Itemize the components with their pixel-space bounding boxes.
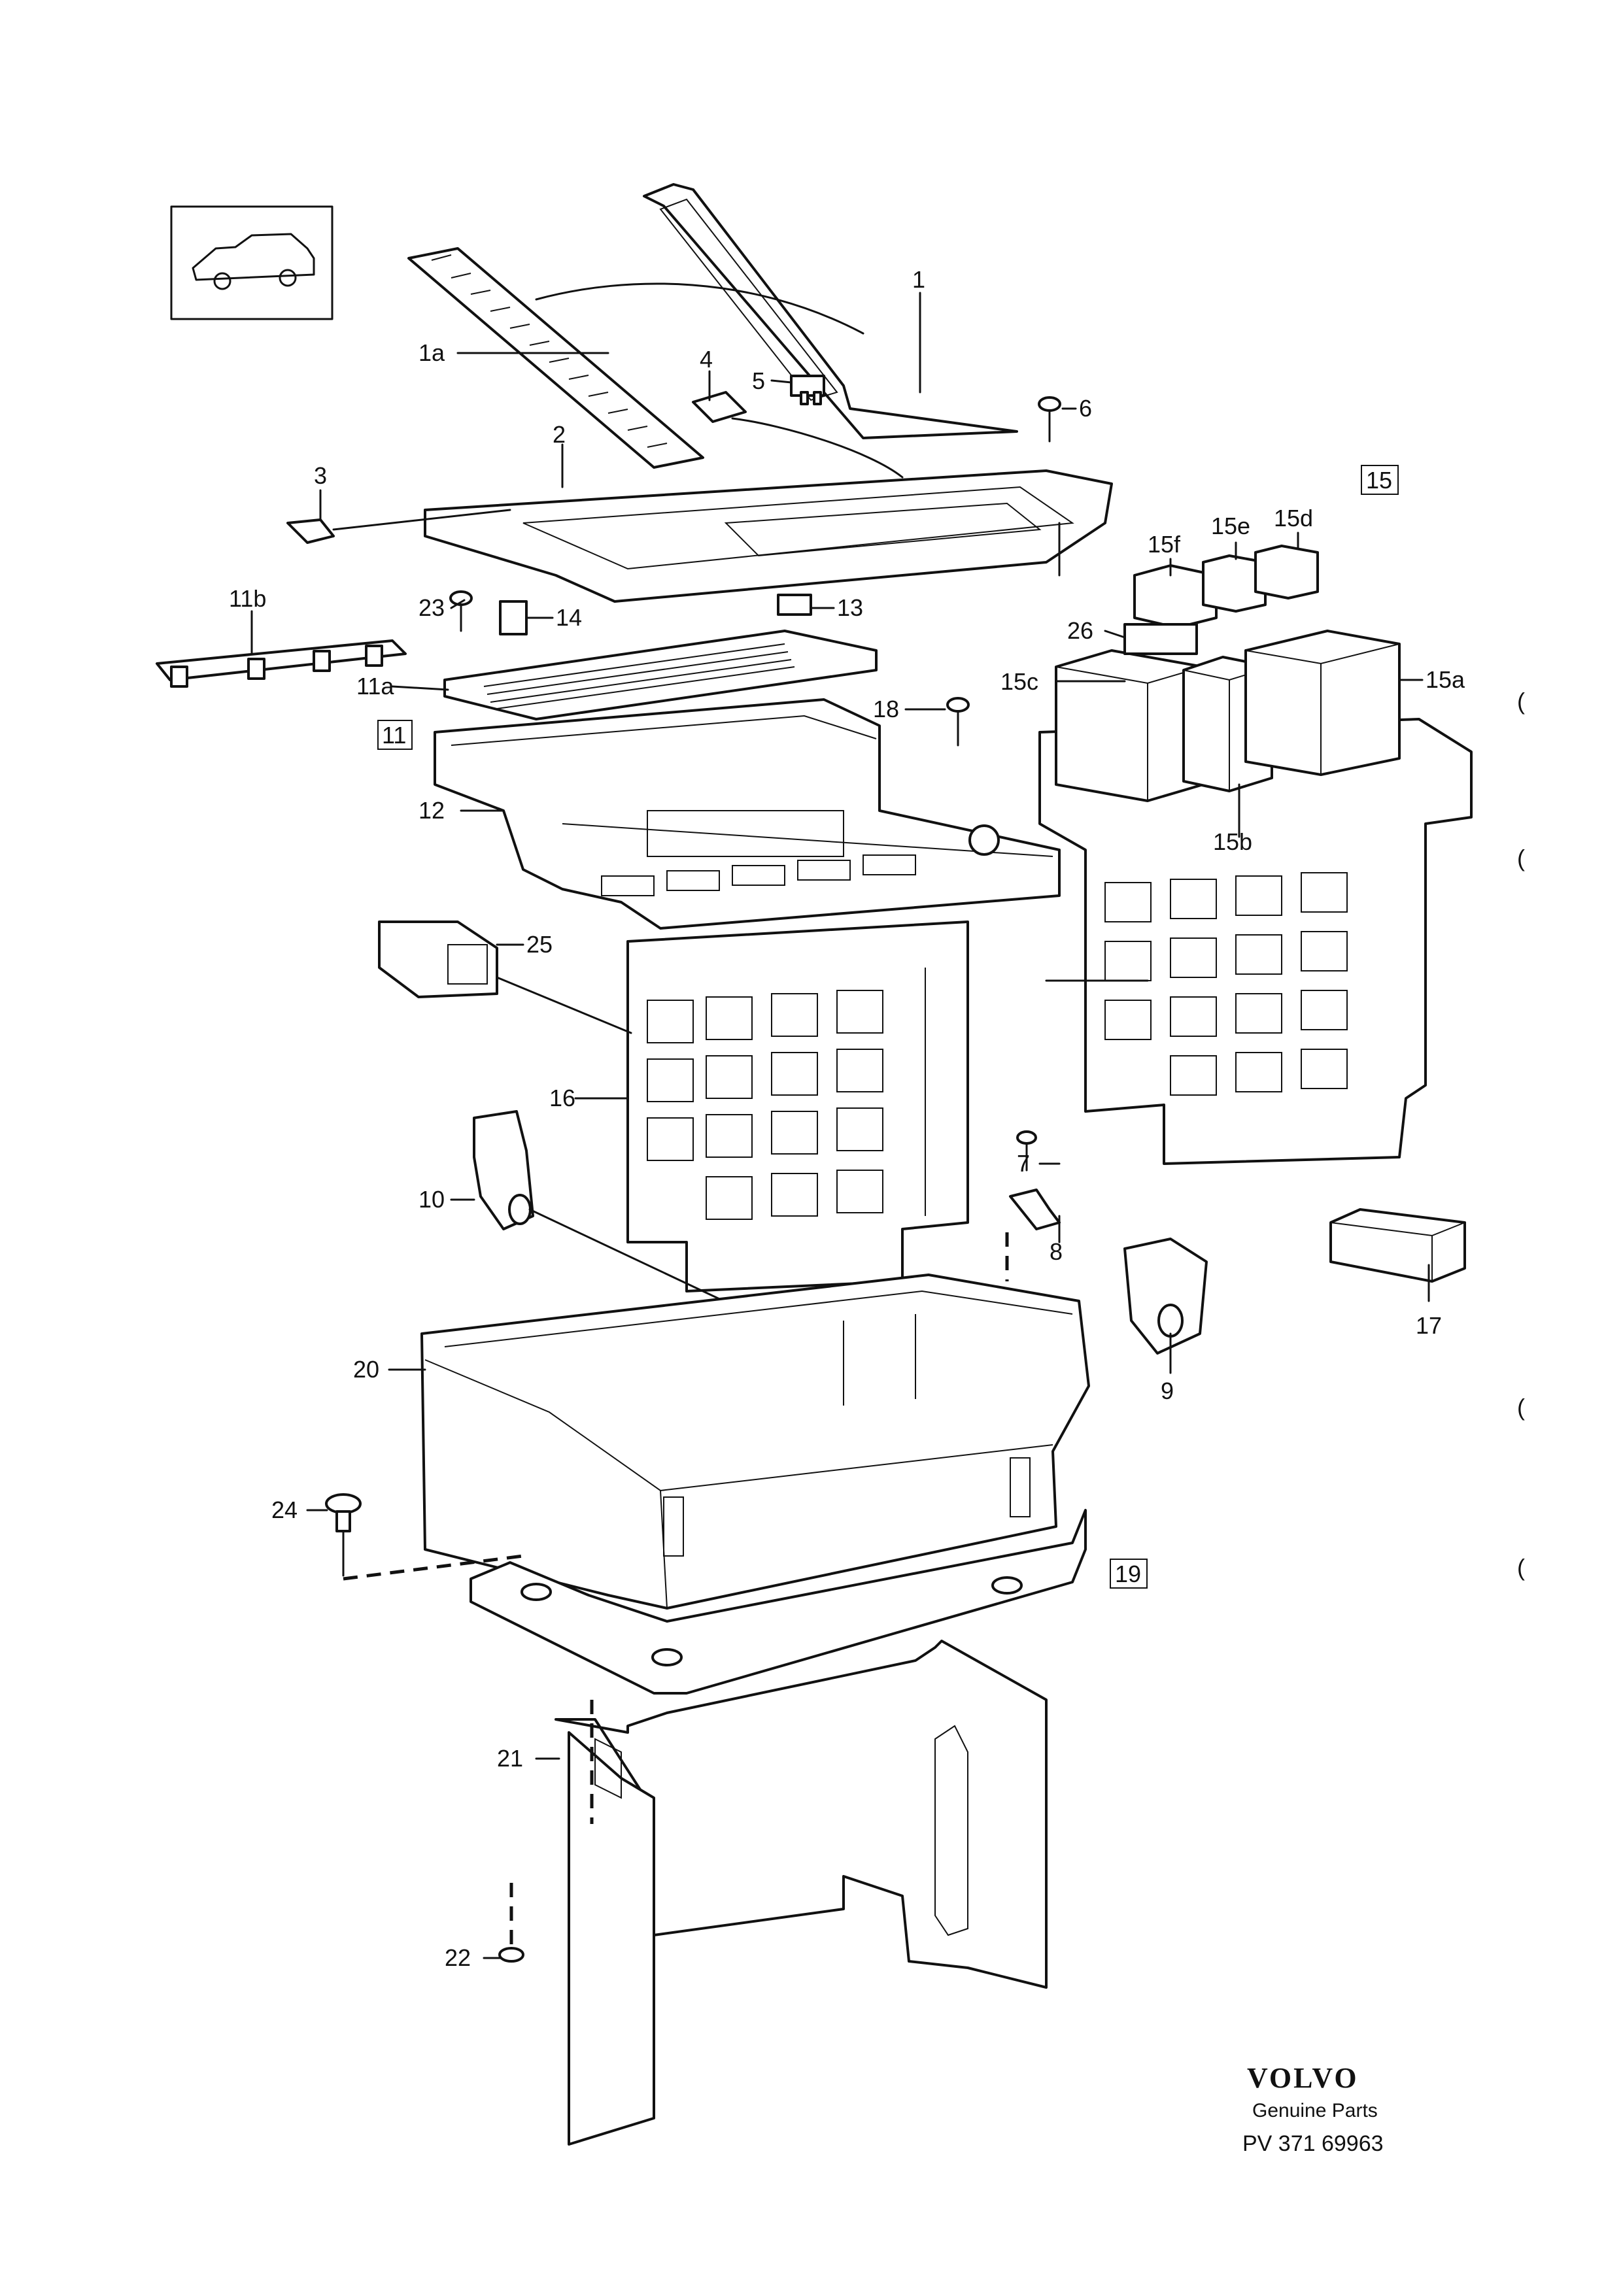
- callout-labels: 1 1a 2 3 4 5 6 7 8 9 10 11a 11b 12 13 14…: [229, 266, 1465, 1971]
- connector: [378, 920, 632, 1034]
- label-22: 22: [445, 1944, 471, 1971]
- brand-tagline: Genuine Parts: [1252, 2100, 1378, 2121]
- label-12: 12: [419, 797, 445, 824]
- relay-block: [1038, 718, 1473, 1165]
- margin-mark: (: [1517, 1394, 1525, 1421]
- screw: [1038, 396, 1061, 443]
- label-13: 13: [837, 594, 863, 621]
- clip: [286, 509, 511, 544]
- fuse-13: [777, 594, 812, 616]
- label-25: 25: [526, 931, 553, 958]
- margin-mark: (: [1517, 688, 1525, 715]
- car-thumbnail: [170, 205, 333, 320]
- relay-15e: [1202, 554, 1267, 613]
- brand-name: VOLVO: [1247, 2062, 1359, 2094]
- relay-26: [1123, 623, 1198, 655]
- fuse-holder-body: [434, 698, 1061, 930]
- label-sheet: [407, 247, 704, 469]
- fuse-cover: [443, 630, 878, 720]
- label-23: 23: [419, 594, 445, 621]
- label-15e: 15e: [1211, 513, 1250, 539]
- lid-cover: [643, 183, 1018, 439]
- label-14: 14: [556, 604, 582, 631]
- label-8: 8: [1050, 1238, 1063, 1265]
- label-10: 10: [419, 1186, 445, 1213]
- screw-18: [946, 697, 970, 747]
- part-number: PV 371 69963: [1242, 2131, 1384, 2156]
- label-2: 2: [553, 421, 566, 448]
- label-15c: 15c: [1000, 668, 1038, 695]
- label-18: 18: [873, 696, 899, 722]
- label-9: 9: [1161, 1377, 1174, 1404]
- grommet-10: [473, 1110, 534, 1230]
- label-1: 1: [912, 266, 925, 293]
- frame-plate: [424, 469, 1113, 603]
- label-15f: 15f: [1148, 531, 1181, 558]
- boxed-label-19: 19: [1110, 1559, 1148, 1589]
- label-24: 24: [271, 1496, 298, 1523]
- boxed-label-15-text: 15: [1366, 467, 1392, 494]
- label-15a: 15a: [1426, 666, 1465, 693]
- fuse-pair: [790, 375, 825, 405]
- box-housing: [420, 1274, 1090, 1610]
- screw-7: [1016, 1130, 1037, 1172]
- label-16: 16: [549, 1085, 575, 1111]
- boxed-label-15: 15: [1361, 465, 1399, 495]
- bracket-8: [1009, 1189, 1061, 1230]
- relay-15d: [1254, 545, 1319, 599]
- boxed-label-11-text: 11: [382, 722, 406, 749]
- screw-23: [449, 590, 473, 632]
- label-26: 26: [1067, 617, 1093, 644]
- label-4: 4: [700, 346, 713, 373]
- boxed-label-19-text: 19: [1115, 1561, 1141, 1587]
- base-tray: [470, 1509, 1087, 1695]
- leader-lines: [250, 292, 1430, 1959]
- fuse-14: [499, 600, 528, 635]
- brand-block: VOLVO Genuine Parts PV 371 69963: [1242, 2062, 1384, 2156]
- margin-mark: (: [1517, 845, 1525, 871]
- label-20: 20: [353, 1356, 379, 1383]
- label-15b: 15b: [1213, 828, 1252, 855]
- relay-15c: [1055, 649, 1204, 802]
- label-15d: 15d: [1274, 505, 1313, 532]
- grommet-9: [1123, 1238, 1208, 1355]
- relay-base-panel: [626, 920, 969, 1292]
- relay-15a: [1244, 630, 1401, 776]
- side-panel: [555, 1640, 1048, 2146]
- small-clip: [692, 391, 747, 423]
- screw-24: [325, 1493, 362, 1577]
- relay-17: [1329, 1208, 1466, 1283]
- label-11b: 11b: [229, 585, 266, 612]
- label-17: 17: [1416, 1312, 1442, 1339]
- margin-marks: ( ( ( (: [1517, 688, 1525, 1581]
- fuse-strip: [156, 639, 407, 688]
- label-6: 6: [1079, 395, 1092, 422]
- screw-22: [498, 1883, 524, 1963]
- margin-mark: (: [1517, 1554, 1525, 1581]
- label-1a: 1a: [419, 339, 445, 366]
- label-3: 3: [314, 462, 327, 489]
- label-5: 5: [752, 367, 765, 394]
- label-11a: 11a: [356, 673, 394, 700]
- label-7: 7: [1017, 1150, 1030, 1177]
- boxed-label-11: 11: [377, 720, 413, 750]
- label-21: 21: [497, 1745, 523, 1772]
